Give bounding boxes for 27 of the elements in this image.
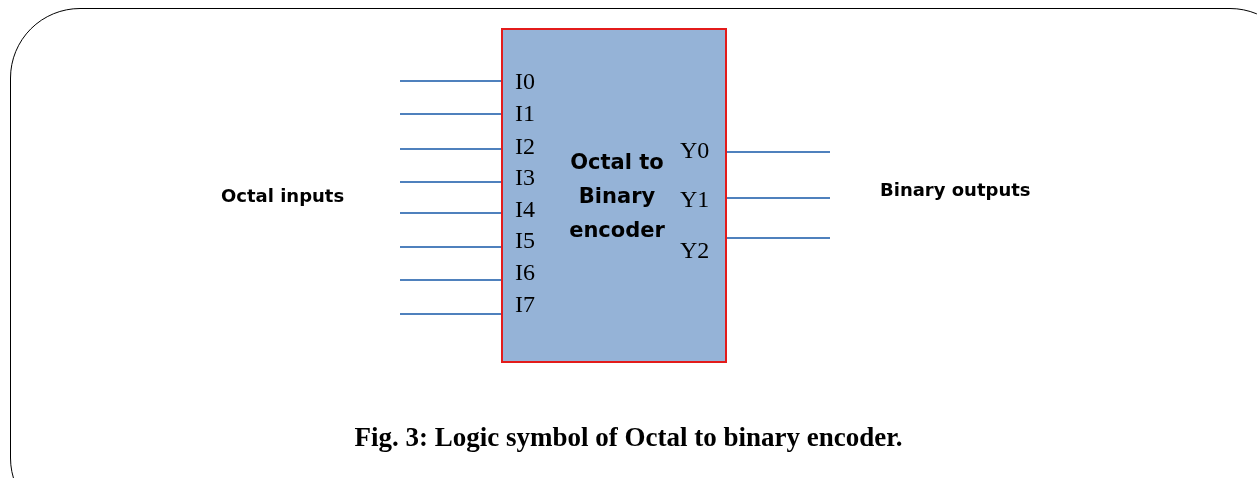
signal-group-label: Binary outputs: [880, 179, 1031, 201]
wire-line: [399, 279, 502, 281]
pin-label: I6: [515, 259, 535, 285]
wire-line: [399, 313, 502, 315]
pin-label: I2: [515, 133, 535, 159]
pin-label: Y2: [680, 237, 710, 263]
wire-line: [399, 113, 502, 115]
pin-label: I1: [515, 100, 535, 126]
figure-caption: Fig. 3: Logic symbol of Octal to binary encoder.: [353, 422, 904, 453]
pin-label: I7: [515, 291, 535, 317]
wire-line: [399, 212, 502, 214]
wire-line: [726, 151, 831, 153]
pin-label: Y0: [680, 137, 710, 163]
pin-label: Y1: [680, 186, 710, 212]
wire-line: [726, 197, 831, 199]
wire-line: [399, 246, 502, 248]
wire-line: [399, 148, 502, 150]
block-title: Octal to Binary encoder: [568, 149, 666, 244]
encoder-block: [501, 28, 727, 363]
pin-label: I4: [515, 196, 535, 222]
wire-line: [399, 80, 502, 82]
wire-line: [726, 237, 831, 239]
pin-label: I5: [515, 227, 535, 253]
pin-label: I3: [515, 164, 535, 190]
wire-line: [399, 181, 502, 183]
signal-group-label: Octal inputs: [221, 185, 345, 207]
pin-label: I0: [515, 68, 535, 94]
